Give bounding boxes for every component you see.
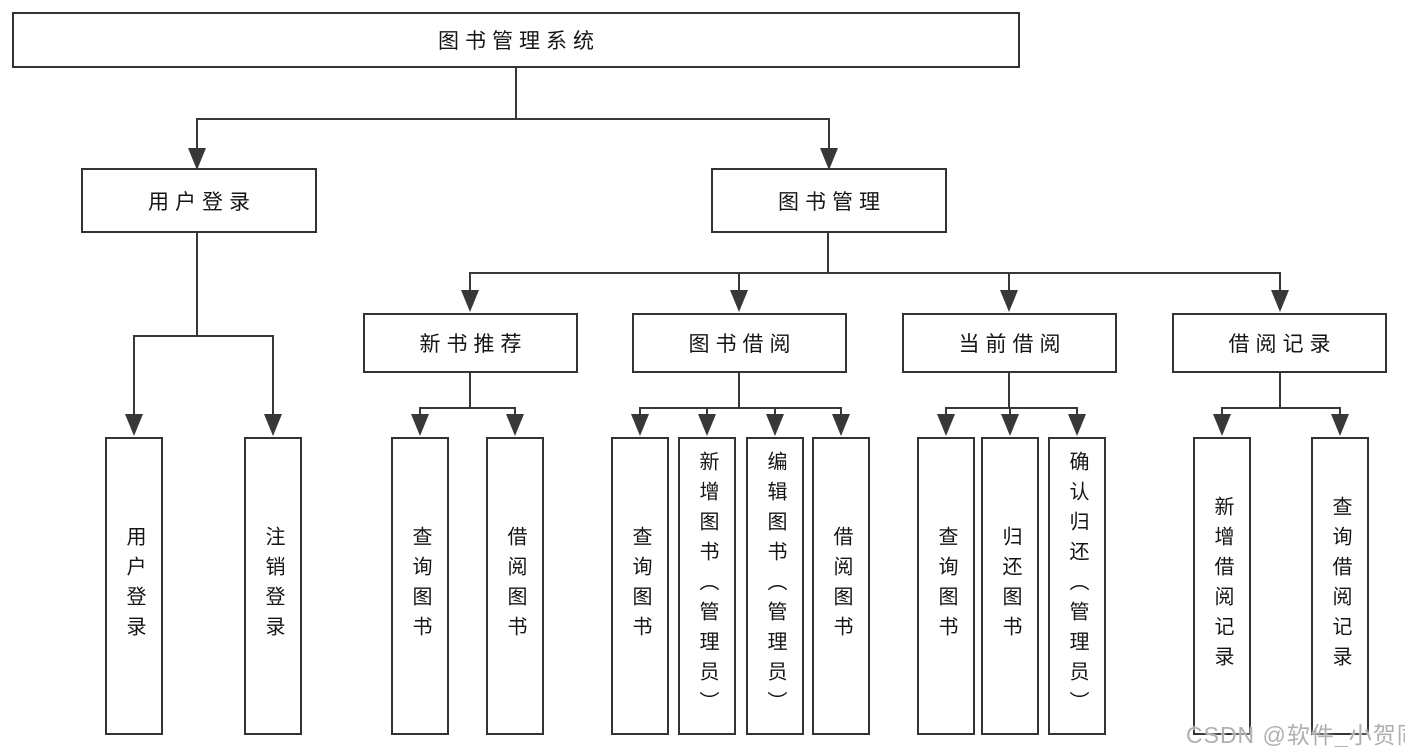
leaf-current-return-books-label: 归还图书 (999, 526, 1021, 646)
node-user-login: 用户登录 (81, 168, 317, 233)
arrow-down-icon (461, 290, 479, 312)
arrow-down-icon (730, 290, 748, 312)
connector-to-new-book-recommend (469, 272, 471, 290)
leaf-borrowing-edit-books-admin-label: 编辑图书（管理员） (764, 451, 786, 721)
leaf-records-add-record: 新增借阅记录 (1193, 437, 1251, 735)
node-book-management-label: 图书管理 (778, 190, 886, 214)
arrow-down-icon (1068, 414, 1086, 436)
connector-recommend-crossbar (419, 407, 516, 409)
connector-leaf-stub (1076, 407, 1078, 415)
connector-leaf-stub (774, 407, 776, 415)
connector-to-leaf-user-login (133, 335, 135, 414)
leaf-recommend-borrow-books-label: 借阅图书 (504, 526, 526, 646)
arrow-down-icon (1001, 414, 1019, 436)
leaf-borrowing-borrow-books: 借阅图书 (812, 437, 870, 735)
connector-to-leaf-logout (272, 335, 274, 414)
leaf-current-confirm-return-admin: 确认归还（管理员） (1048, 437, 1106, 735)
leaf-recommend-query-books-label: 查询图书 (409, 526, 431, 646)
node-borrowing-records: 借阅记录 (1172, 313, 1387, 373)
arrow-down-icon (631, 414, 649, 436)
node-current-borrowing: 当前借阅 (902, 313, 1117, 373)
connector-leaf-stub (706, 407, 708, 415)
node-book-borrowing: 图书借阅 (632, 313, 847, 373)
arrow-down-icon (1213, 414, 1231, 436)
connector-leaf-stub (514, 407, 516, 415)
connector-leaf-stub (419, 407, 421, 415)
node-new-book-recommend: 新书推荐 (363, 313, 578, 373)
leaf-recommend-borrow-books: 借阅图书 (486, 437, 544, 735)
leaf-borrowing-query-books: 查询图书 (611, 437, 669, 735)
node-borrowing-records-label: 借阅记录 (1228, 333, 1337, 356)
leaf-current-confirm-return-admin-label: 确认归还（管理员） (1066, 451, 1088, 721)
leaf-user-login: 用户登录 (105, 437, 163, 735)
leaf-current-query-books: 查询图书 (917, 437, 975, 735)
leaf-logout-label: 注销登录 (262, 526, 284, 646)
connector-leaf-stub (1009, 407, 1011, 415)
arrow-down-icon (820, 148, 838, 170)
connector-to-book-borrowing (738, 272, 740, 290)
node-book-management: 图书管理 (711, 168, 947, 233)
connector-leaf-stub (639, 407, 641, 415)
arrow-down-icon (1271, 290, 1289, 312)
leaf-records-add-record-label: 新增借阅记录 (1211, 496, 1233, 676)
node-book-borrowing-label: 图书借阅 (688, 333, 797, 356)
node-current-borrowing-label: 当前借阅 (958, 333, 1067, 356)
connector-leaf-stub (1221, 407, 1223, 415)
connector-current-crossbar (945, 407, 1078, 409)
arrow-down-icon (125, 414, 143, 436)
arrow-down-icon (832, 414, 850, 436)
arrow-down-icon (766, 414, 784, 436)
leaf-user-login-label: 用户登录 (123, 526, 145, 646)
arrow-down-icon (188, 148, 206, 170)
connector-recommend-stem (469, 373, 471, 408)
leaf-borrowing-add-books-admin: 新增图书（管理员） (678, 437, 736, 735)
connector-user-login-crossbar (133, 335, 274, 337)
leaf-logout: 注销登录 (244, 437, 302, 735)
connector-records-stem (1279, 373, 1281, 408)
arrow-down-icon (506, 414, 524, 436)
leaf-records-query-record-label: 查询借阅记录 (1329, 496, 1351, 676)
arrow-down-icon (698, 414, 716, 436)
leaf-records-query-record: 查询借阅记录 (1311, 437, 1369, 735)
connector-root-crossbar (196, 118, 830, 120)
connector-borrowing-crossbar (639, 407, 842, 409)
connector-book-management-stem (827, 233, 829, 274)
leaf-current-return-books: 归还图书 (981, 437, 1039, 735)
connector-borrowing-stem (738, 373, 740, 408)
node-new-book-recommend-label: 新书推荐 (419, 333, 528, 356)
connector-leaf-stub (945, 407, 947, 415)
arrow-down-icon (937, 414, 955, 436)
leaf-recommend-query-books: 查询图书 (391, 437, 449, 735)
arrow-down-icon (1000, 290, 1018, 312)
connector-records-crossbar (1221, 407, 1341, 409)
connector-leaf-stub (840, 407, 842, 415)
leaf-borrowing-add-books-admin-label: 新增图书（管理员） (696, 451, 718, 721)
leaf-borrowing-query-books-label: 查询图书 (629, 526, 651, 646)
connector-book-management-crossbar (469, 272, 1281, 274)
leaf-current-query-books-label: 查询图书 (935, 526, 957, 646)
arrow-down-icon (264, 414, 282, 436)
leaf-borrowing-borrow-books-label: 借阅图书 (830, 526, 852, 646)
connector-to-user-login (196, 118, 198, 150)
arrow-down-icon (411, 414, 429, 436)
leaf-borrowing-edit-books-admin: 编辑图书（管理员） (746, 437, 804, 735)
csdn-watermark: CSDN @软件_小贺同学 (1186, 722, 1405, 747)
connector-current-stem (1008, 373, 1010, 408)
connector-user-login-stem (196, 233, 198, 335)
connector-to-book-management (828, 118, 830, 150)
connector-to-current-borrowing (1008, 272, 1010, 290)
connector-to-borrowing-records (1279, 272, 1281, 290)
connector-root-stem (515, 68, 517, 118)
connector-leaf-stub (1339, 407, 1341, 415)
node-user-login-label: 用户登录 (148, 190, 256, 214)
node-root: 图书管理系统 (12, 12, 1020, 68)
node-root-label: 图书管理系统 (438, 30, 600, 53)
arrow-down-icon (1331, 414, 1349, 436)
